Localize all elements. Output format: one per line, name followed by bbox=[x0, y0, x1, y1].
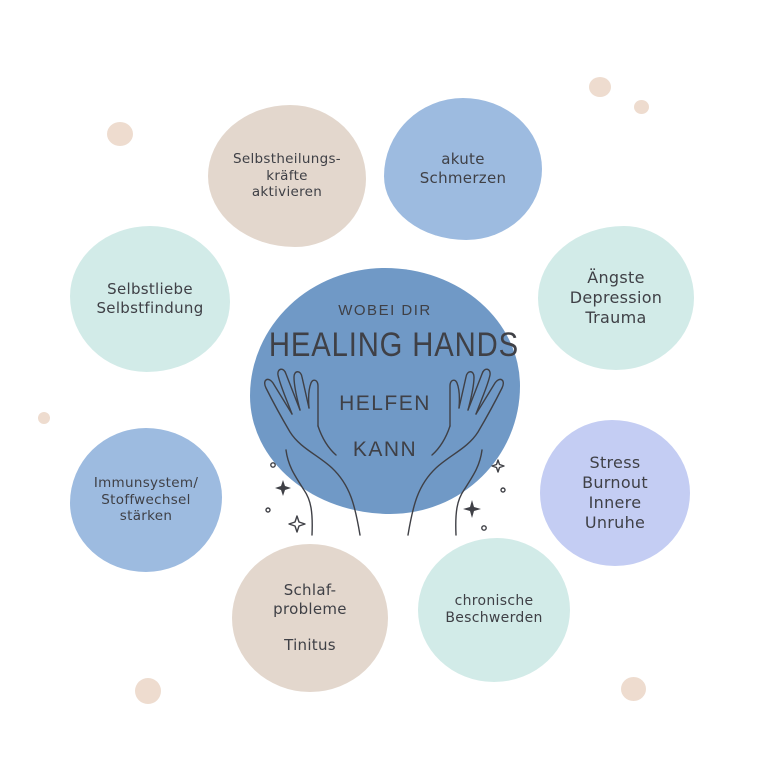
decor-dot bbox=[38, 412, 50, 424]
topic-text: kräfte bbox=[266, 167, 308, 184]
topic-text: Tinitus bbox=[284, 636, 336, 655]
topic-text: Trauma bbox=[585, 308, 647, 327]
topic-text: Ängste bbox=[587, 268, 645, 287]
sparkle-icon bbox=[275, 480, 291, 496]
topic-text: Selbstliebe bbox=[107, 280, 193, 299]
topic-text: Immunsystem/ bbox=[93, 474, 199, 491]
topic-text: Innere bbox=[588, 493, 642, 512]
decor-dot bbox=[589, 77, 611, 97]
decor-dot bbox=[634, 100, 649, 114]
center-heading-helfen: HELFEN bbox=[339, 392, 431, 415]
decor-dot bbox=[135, 678, 161, 704]
topic-stress: Stress Burnout Innere Unruhe bbox=[540, 420, 690, 566]
center-heading-small: WOBEI DIR bbox=[338, 302, 432, 319]
topic-text: Schlaf- bbox=[283, 580, 337, 599]
topic-self-love: Selbstliebe Selbstfindung bbox=[70, 226, 230, 372]
center-heading-kann: KANN bbox=[352, 438, 418, 461]
topic-sleep: Schlaf- probleme Tinitus bbox=[232, 544, 388, 692]
topic-acute-pain: akute Schmerzen bbox=[384, 98, 542, 240]
topic-text: Stoffwechsel bbox=[101, 491, 191, 508]
topic-self-healing: Selbstheilungs- kräfte aktivieren bbox=[208, 105, 366, 247]
topic-immune-system: Immunsystem/ Stoffwechsel stärken bbox=[70, 428, 222, 572]
topic-text: Stress bbox=[589, 453, 641, 472]
topic-text: Burnout bbox=[582, 473, 648, 492]
topic-text: Unruhe bbox=[584, 513, 646, 532]
topic-text: Depression bbox=[569, 288, 663, 307]
sparkle-icon bbox=[288, 515, 306, 533]
topic-text: Selbstheilungs- bbox=[233, 150, 341, 167]
topic-text: Schmerzen bbox=[419, 169, 507, 187]
center-heading-title: HEALING HANDS bbox=[268, 326, 519, 364]
topic-fears: Ängste Depression Trauma bbox=[538, 226, 694, 370]
decor-dot bbox=[107, 122, 133, 146]
topic-text: akute bbox=[441, 150, 485, 169]
topic-text: chronische bbox=[454, 592, 534, 609]
topic-text: Beschwerden bbox=[445, 610, 543, 626]
topic-chronic: chronische Beschwerden bbox=[418, 538, 570, 682]
topic-text: aktivieren bbox=[251, 184, 323, 201]
decor-dot bbox=[621, 677, 646, 701]
topic-text: probleme bbox=[273, 599, 347, 618]
topic-text: stärken bbox=[119, 508, 173, 525]
topic-text: Selbstfindung bbox=[96, 299, 204, 317]
sparkle-icon bbox=[463, 500, 481, 518]
